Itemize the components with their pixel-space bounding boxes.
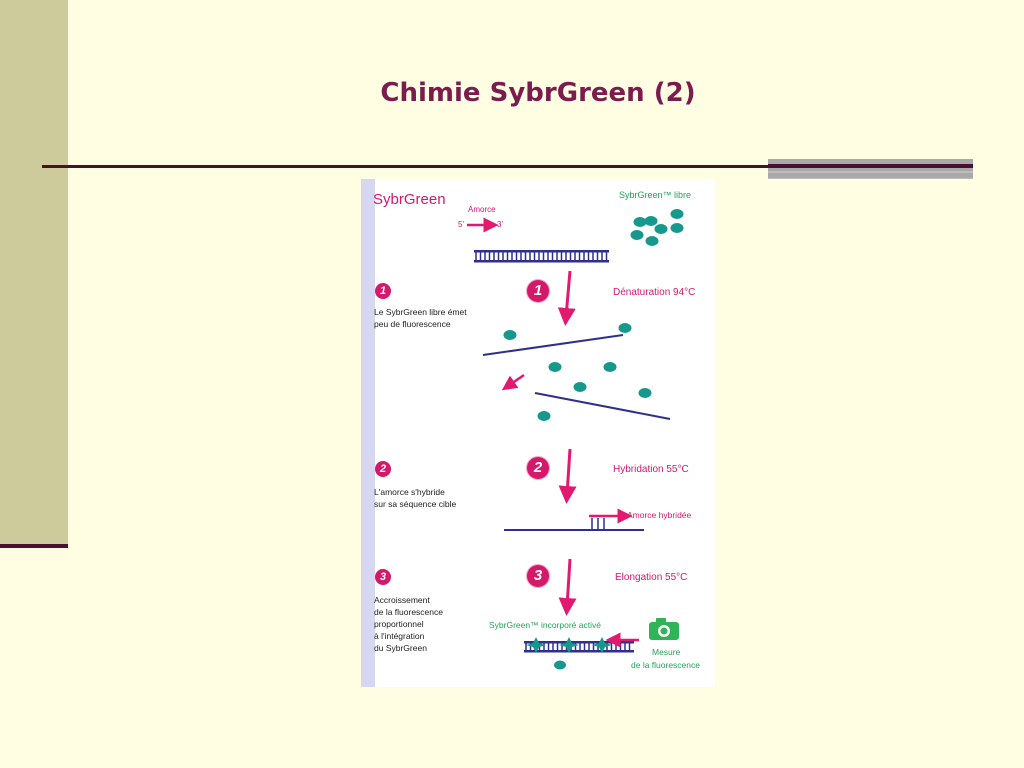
single-strand-2	[534, 392, 671, 420]
measure-label-line1: Mesure	[652, 647, 681, 657]
step1-desc-line2: peu de fluorescence	[374, 319, 451, 329]
free-dye-cluster	[630, 209, 684, 246]
hybridized-primer-label: Amorce hybridée	[627, 510, 692, 520]
primer-label: Amorce	[468, 205, 496, 214]
step1-badge-large: 1	[527, 280, 549, 302]
scattered-dye	[503, 323, 652, 421]
dsdna-top	[474, 250, 609, 263]
title-rule	[42, 165, 973, 168]
step3-badge-small: 3	[375, 569, 391, 585]
left-decorative-band	[0, 0, 68, 545]
single-strand-1	[482, 334, 624, 356]
measure-label-line2: de la fluorescence	[631, 660, 700, 670]
step3-desc-line5: du SybrGreen	[374, 643, 427, 653]
step3-desc-line4: à l'intégration	[374, 631, 425, 641]
incorporated-dye-stars	[526, 637, 612, 653]
step2-stage: Hybridation 55°C	[613, 464, 689, 475]
step2-down-arrow	[558, 448, 577, 504]
figure-heading: SybrGreen	[373, 191, 446, 208]
left-band-rule	[0, 544, 68, 548]
step2-desc-line2: sur sa séquence cible	[374, 499, 457, 509]
step2-badge-small: 2	[375, 461, 391, 477]
step3-stage: Elongation 55°C	[615, 572, 688, 583]
rule-accent-block	[768, 159, 973, 179]
step2-desc-line1: L'amorce s'hybride	[374, 487, 445, 497]
step3-down-arrow	[558, 558, 577, 616]
hybridized-primer	[504, 508, 644, 531]
sybrgreen-diagram: SybrGreen SybrGreen™ libre Amorce 5' 3' …	[361, 179, 715, 687]
primer-5-end: 5'	[458, 220, 464, 229]
step1-desc-line1: Le SybrGreen libre émet	[374, 307, 467, 317]
slide-title: Chimie SybrGreen (2)	[380, 78, 696, 108]
step2-badge-large: 2	[527, 457, 549, 479]
step3-desc-line1: Accroissement	[374, 595, 430, 605]
remaining-free-dye	[554, 660, 566, 670]
step3-desc-line2: de la fluorescence	[374, 607, 443, 617]
primer-3-end: 3'	[497, 220, 503, 229]
camera-icon	[649, 618, 679, 640]
step1-stage: Dénaturation 94°C	[613, 287, 696, 298]
diagram-graphics	[361, 179, 684, 687]
step3-badge-large: 3	[527, 565, 549, 587]
incorporated-dye-label: SybrGreen™ incorporé activé	[489, 620, 601, 630]
primer-small-arrow	[501, 373, 525, 391]
step3-desc-line3: proportionnel	[374, 619, 424, 629]
free-dye-label: SybrGreen™ libre	[619, 190, 692, 200]
step1-down-arrow	[557, 270, 576, 326]
rule-accent-line	[768, 164, 973, 168]
diagram-left-strip	[361, 179, 375, 687]
step1-badge-small: 1	[375, 283, 391, 299]
